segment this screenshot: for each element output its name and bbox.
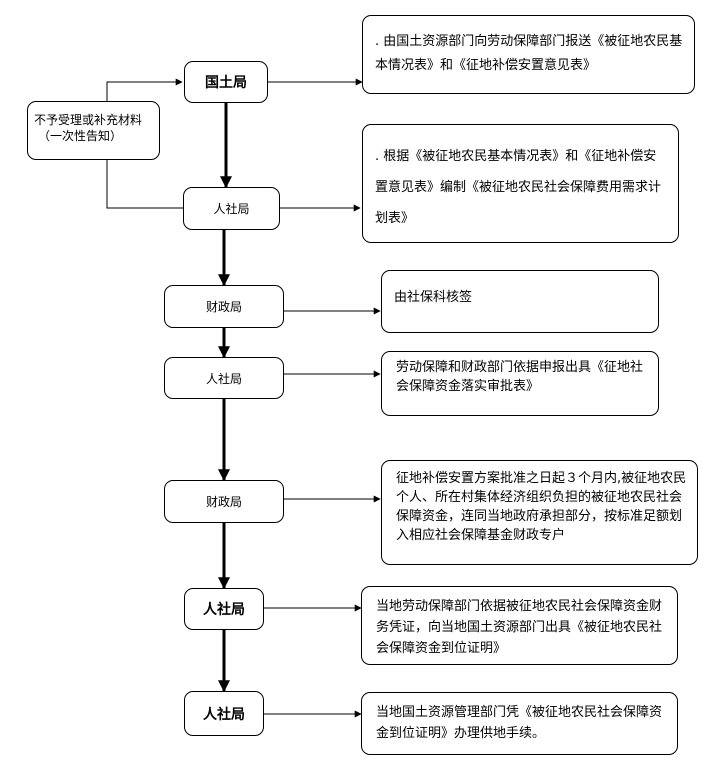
node-caizheng-bureau-2: 财政局	[164, 480, 284, 523]
side-note-line2: （一次性告知）	[38, 129, 123, 143]
note-text: 征地补偿安置方案批准之日起３个月内,被征地农民个人、所在村集体经济组织负担的被征…	[396, 471, 687, 543]
note-box-7: 当地国土资源管理部门凭《被征地农民社会保障资金到位证明》办理供地手续。	[361, 692, 678, 755]
node-label: 财政局	[205, 495, 242, 509]
note-text: 当地劳动保障部门依据被征地农民社会保障资金财务凭证，向当地国土资源部门出具《被征…	[376, 599, 663, 656]
side-loop-line-bottom	[106, 160, 184, 209]
node-label: 人社局	[205, 371, 242, 386]
note-box-2: . 根据《被征地农民基本情况表》和《征地补偿安置意见表》编制《被征地农民社会保障…	[362, 124, 679, 243]
note-text: . 根据《被征地农民基本情况表》和《征地补偿安置意见表》编制《被征地农民社会保障…	[375, 149, 662, 226]
note-box-4: 劳动保障和财政部门依据申报出具《征地社会保障资金落实审批表》	[381, 351, 659, 416]
node-renshe-bureau-1: 人社局	[183, 187, 280, 230]
node-label: 人社局	[213, 202, 250, 216]
note-text: 当地国土资源管理部门凭《被征地农民社会保障资金到位证明》办理供地手续。	[376, 705, 663, 741]
node-renshe-bureau-3: 人社局	[184, 588, 264, 630]
note-text: . 由国土资源部门向劳动保障部门报送《被征地农民基本情况表》和《征地补偿安置意见…	[375, 34, 683, 73]
side-note-line1: 不予受理或补充材料	[34, 113, 143, 127]
note-box-6: 当地劳动保障部门依据被征地农民社会保障资金财务凭证，向当地国土资源部门出具《被征…	[361, 586, 678, 665]
note-text: 由社保科核签	[394, 290, 473, 305]
note-box-1: . 由国土资源部门向劳动保障部门报送《被征地农民基本情况表》和《征地补偿安置意见…	[362, 15, 695, 94]
node-renshe-bureau-4: 人社局	[184, 691, 264, 736]
node-guotu-bureau: 国土局	[184, 61, 268, 103]
note-box-3: 由社保科核签	[381, 270, 659, 333]
node-label: 人社局	[203, 706, 245, 723]
node-label: 国土局	[205, 75, 247, 91]
node-label: 人社局	[203, 602, 245, 618]
node-caizheng-bureau-1: 财政局	[164, 285, 284, 328]
node-renshe-bureau-2: 人社局	[164, 357, 284, 399]
node-label: 财政局	[205, 300, 242, 314]
note-text: 劳动保障和财政部门依据申报出具《征地社会保障资金落实审批表》	[396, 360, 644, 394]
note-box-5: 征地补偿安置方案批准之日起３个月内,被征地农民个人、所在村集体经济组织负担的被征…	[381, 460, 698, 565]
side-note-box: 不予受理或补充材料 （一次性告知）	[27, 101, 160, 160]
